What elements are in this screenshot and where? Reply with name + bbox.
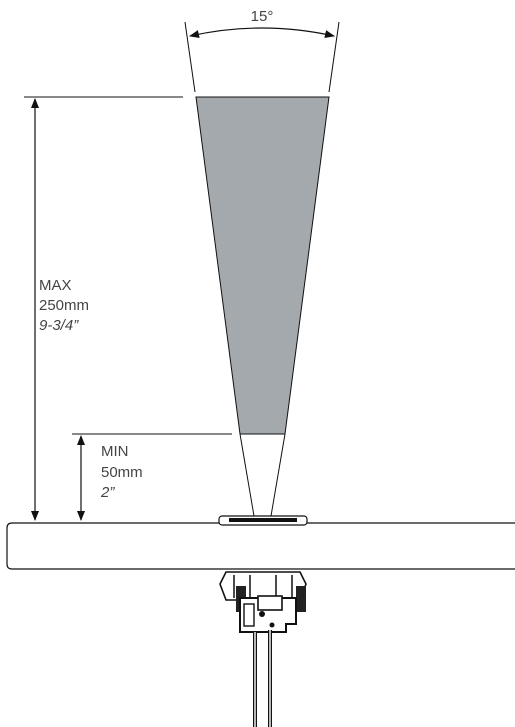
sensor-screw-right xyxy=(296,586,306,612)
angle-label: 15° xyxy=(251,8,274,25)
beam-edge-left xyxy=(239,433,255,517)
angle-extension-left xyxy=(184,21,196,93)
max-label: MAX xyxy=(39,277,72,294)
beam-cone xyxy=(195,96,330,517)
max-imperial: 9-3/4” xyxy=(39,317,79,334)
min-dimension: MIN 50mm 2” xyxy=(72,433,232,521)
beam-fill xyxy=(195,96,330,435)
mounting-surface xyxy=(6,522,515,570)
sensor-device-icon xyxy=(218,515,308,727)
max-metric: 250mm xyxy=(39,297,89,314)
beam-edge-right xyxy=(270,433,286,517)
min-label: MIN xyxy=(101,443,129,460)
max-dimension: MAX 250mm 9-3/4” xyxy=(24,96,183,521)
min-imperial: 2” xyxy=(100,484,115,501)
min-metric: 50mm xyxy=(101,464,143,481)
angle-arc xyxy=(189,27,335,38)
angle-extension-right xyxy=(328,21,340,93)
angle-dimension: 15° xyxy=(184,8,340,93)
surface-panel xyxy=(6,522,515,570)
